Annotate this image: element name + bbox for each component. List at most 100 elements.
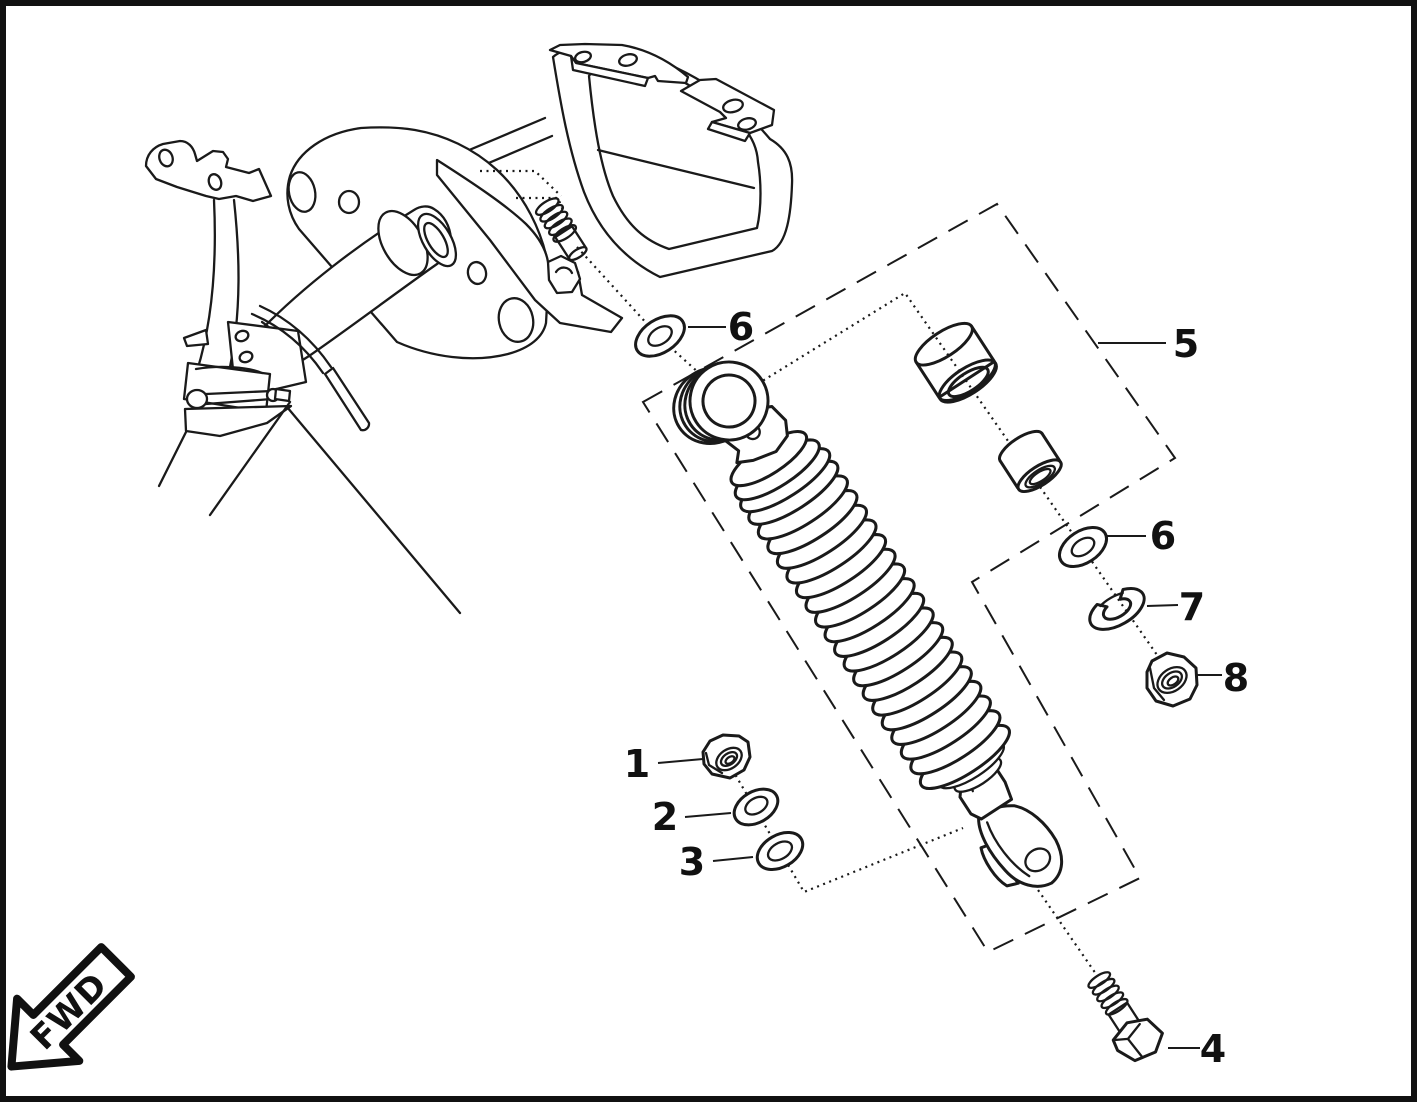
stud-thread xyxy=(534,197,560,216)
stud-bracket xyxy=(546,254,582,295)
bolt-head-facets xyxy=(1112,1022,1143,1058)
mount-plate-left-edge xyxy=(569,54,650,88)
frame-rod-short xyxy=(157,430,188,488)
stand-plate-hole xyxy=(238,350,254,364)
nut-bore xyxy=(1156,665,1188,695)
pin-ball-end xyxy=(185,388,209,410)
fwd-marker: FWD xyxy=(7,943,135,1071)
assembly-axes xyxy=(480,169,1172,975)
bushing-bore-outer xyxy=(1024,464,1057,489)
kickstand-band-outer xyxy=(250,312,325,375)
callout-5: 5 xyxy=(1173,322,1199,366)
callout-leader-7 xyxy=(1146,604,1179,607)
shock-absorber xyxy=(672,360,1064,888)
washer-bore xyxy=(766,840,794,862)
callout-1: 1 xyxy=(624,742,650,786)
part-bushing-large xyxy=(913,321,998,404)
frame-assembly xyxy=(144,42,794,615)
part-washer-6-upper xyxy=(634,314,686,358)
part-washer-3 xyxy=(755,831,805,871)
clevis-inner-line xyxy=(985,821,1031,878)
shock-mount-arm xyxy=(435,158,624,334)
rail-through-loop xyxy=(596,148,756,190)
axis-leader-stud-1 xyxy=(480,169,562,197)
callout-leader-3 xyxy=(712,856,754,862)
stud-thread xyxy=(539,203,565,223)
frame-rod-right xyxy=(285,405,462,615)
mount-plate-right xyxy=(679,77,776,135)
callout-2: 2 xyxy=(652,795,678,839)
bracket-hole xyxy=(158,148,174,168)
part-spring-washer-7 xyxy=(1088,587,1146,631)
callout-4: 4 xyxy=(1200,1027,1226,1071)
plate-hole-small-lower xyxy=(466,260,488,286)
hardware-parts xyxy=(634,314,1199,1063)
clamp-lower-plate xyxy=(183,404,293,438)
pin-rod xyxy=(204,397,274,406)
bushing-bore-inner xyxy=(1028,467,1052,486)
frame-stud xyxy=(534,197,588,262)
part-nut-8 xyxy=(1145,651,1199,708)
plate-hole-large-lower xyxy=(497,297,535,343)
shock-eye-bore xyxy=(701,373,757,429)
callout-7: 7 xyxy=(1179,585,1205,629)
part-bushing-small xyxy=(998,429,1063,494)
exploded-group-outline xyxy=(641,202,1177,954)
plate-hole xyxy=(737,117,757,131)
axis-upper-mount xyxy=(576,246,731,402)
nut-facet-line xyxy=(704,751,724,775)
stud-tip-end xyxy=(567,246,588,262)
washer-bore xyxy=(1070,536,1096,558)
axis-leader-stud-2 xyxy=(516,196,566,214)
callout-6-upper: 6 xyxy=(728,305,754,349)
clamp-band-line xyxy=(194,365,264,375)
left-bracket xyxy=(144,139,273,203)
callout-6-right: 6 xyxy=(1150,514,1176,558)
tube-end-face xyxy=(416,212,458,268)
stud-bracket-notch xyxy=(554,266,574,275)
nut-thread xyxy=(1166,675,1180,687)
kickstand-band-inner xyxy=(258,304,333,369)
callout-8: 8 xyxy=(1223,656,1249,700)
plate-hole-small-upper xyxy=(337,189,361,215)
axis-lower-bolt xyxy=(1026,873,1097,975)
callout-leader-1 xyxy=(657,758,704,764)
part-bolt-4 xyxy=(1087,971,1164,1063)
spring-washer-body xyxy=(1088,587,1146,631)
kickstand-leg xyxy=(323,366,371,432)
fwd-arrow-icon xyxy=(7,943,135,1071)
pin-rod xyxy=(204,389,274,396)
bolt-head xyxy=(1111,1017,1164,1063)
stud-thread xyxy=(543,210,569,230)
frame-rod-left xyxy=(208,400,292,517)
bushing-bore xyxy=(946,365,990,399)
bushing-face xyxy=(937,358,998,404)
plate-hole xyxy=(618,53,638,67)
plate-hole xyxy=(722,98,744,114)
stud-thread xyxy=(547,217,573,237)
callout-leader-2 xyxy=(684,812,732,818)
part-washer-2 xyxy=(732,787,780,827)
stand-tab xyxy=(182,328,210,348)
plate-hole xyxy=(574,50,592,64)
mount-plate-right-edge xyxy=(706,120,752,143)
tube-end-bore xyxy=(423,221,449,259)
part-nut-1 xyxy=(701,733,752,780)
part-washer-6-right xyxy=(1058,525,1108,569)
nut-thread xyxy=(724,755,736,765)
callout-3: 3 xyxy=(679,840,705,884)
pin-tab xyxy=(273,387,292,403)
bolt-thread xyxy=(1104,997,1129,1016)
stand-plate-hole xyxy=(234,329,250,343)
washer-bore xyxy=(744,795,769,816)
bushing-back xyxy=(913,321,974,367)
washer-bore xyxy=(647,325,673,347)
spring-washer-split-end xyxy=(1099,591,1124,608)
stand-mast-left xyxy=(195,198,216,373)
plate-hole-large-upper xyxy=(287,171,317,213)
nut-thread xyxy=(1160,670,1184,690)
clevis-hole xyxy=(1024,847,1052,873)
bracket-hole xyxy=(207,173,223,191)
